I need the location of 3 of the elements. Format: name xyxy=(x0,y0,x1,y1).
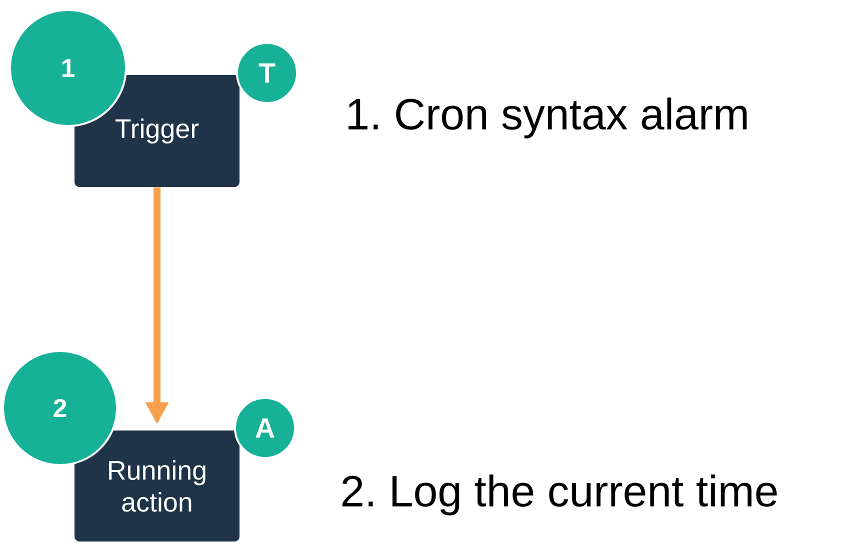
step-description: 2. Log the current time xyxy=(342,474,777,516)
step-box: Running action xyxy=(74,430,240,542)
step-description: 1. Cron syntax alarm xyxy=(348,98,747,138)
